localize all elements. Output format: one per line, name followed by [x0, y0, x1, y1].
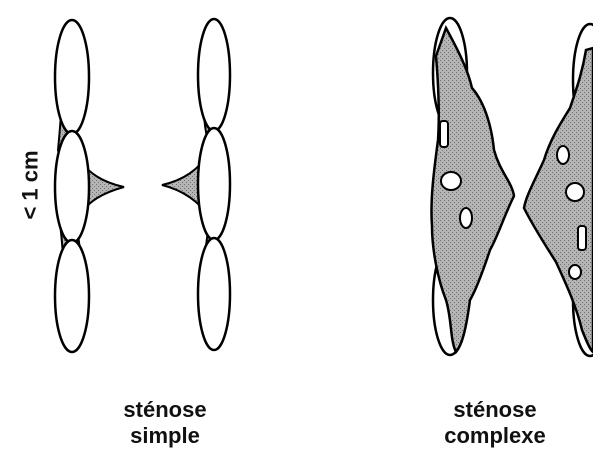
complex-stenosis-right-wall — [524, 24, 593, 356]
complex-right-lumen-gap-2 — [566, 183, 584, 201]
complex-left-lumen-gap-2 — [441, 172, 461, 190]
complex-right-lumen-gap-1 — [557, 146, 569, 164]
caption-simple-stenosis: sténose simple — [60, 397, 270, 449]
complex-left-lumen-gap-1 — [440, 121, 448, 147]
complex-left-lumen-gap-3 — [460, 208, 472, 228]
simple-stenosis-left-wall — [55, 20, 124, 352]
complex-right-lumen-gap-4 — [569, 265, 581, 279]
caption-simple-line1: sténose — [60, 397, 270, 423]
caption-simple-line2: simple — [60, 423, 270, 449]
simple-right-ellipse-1 — [198, 19, 230, 131]
complex-right-lumen-gap-3 — [578, 226, 586, 250]
simple-left-ellipse-3 — [55, 240, 89, 352]
caption-complex-line2: complexe — [400, 423, 590, 449]
caption-complex-line1: sténose — [400, 397, 590, 423]
simple-left-ellipse-1 — [55, 20, 89, 134]
simple-left-ellipse-2 — [55, 131, 89, 243]
complex-stenosis-left-wall — [431, 18, 514, 355]
axis-label-text: < 1 cm — [18, 150, 44, 219]
caption-complex-stenosis: sténose complexe — [400, 397, 590, 449]
simple-right-ellipse-2 — [198, 128, 230, 240]
axis-label-length: < 1 cm — [6, 125, 56, 245]
simple-stenosis-right-wall — [162, 19, 230, 350]
complex-right-plaque — [524, 48, 593, 352]
simple-right-ellipse-3 — [198, 238, 230, 350]
